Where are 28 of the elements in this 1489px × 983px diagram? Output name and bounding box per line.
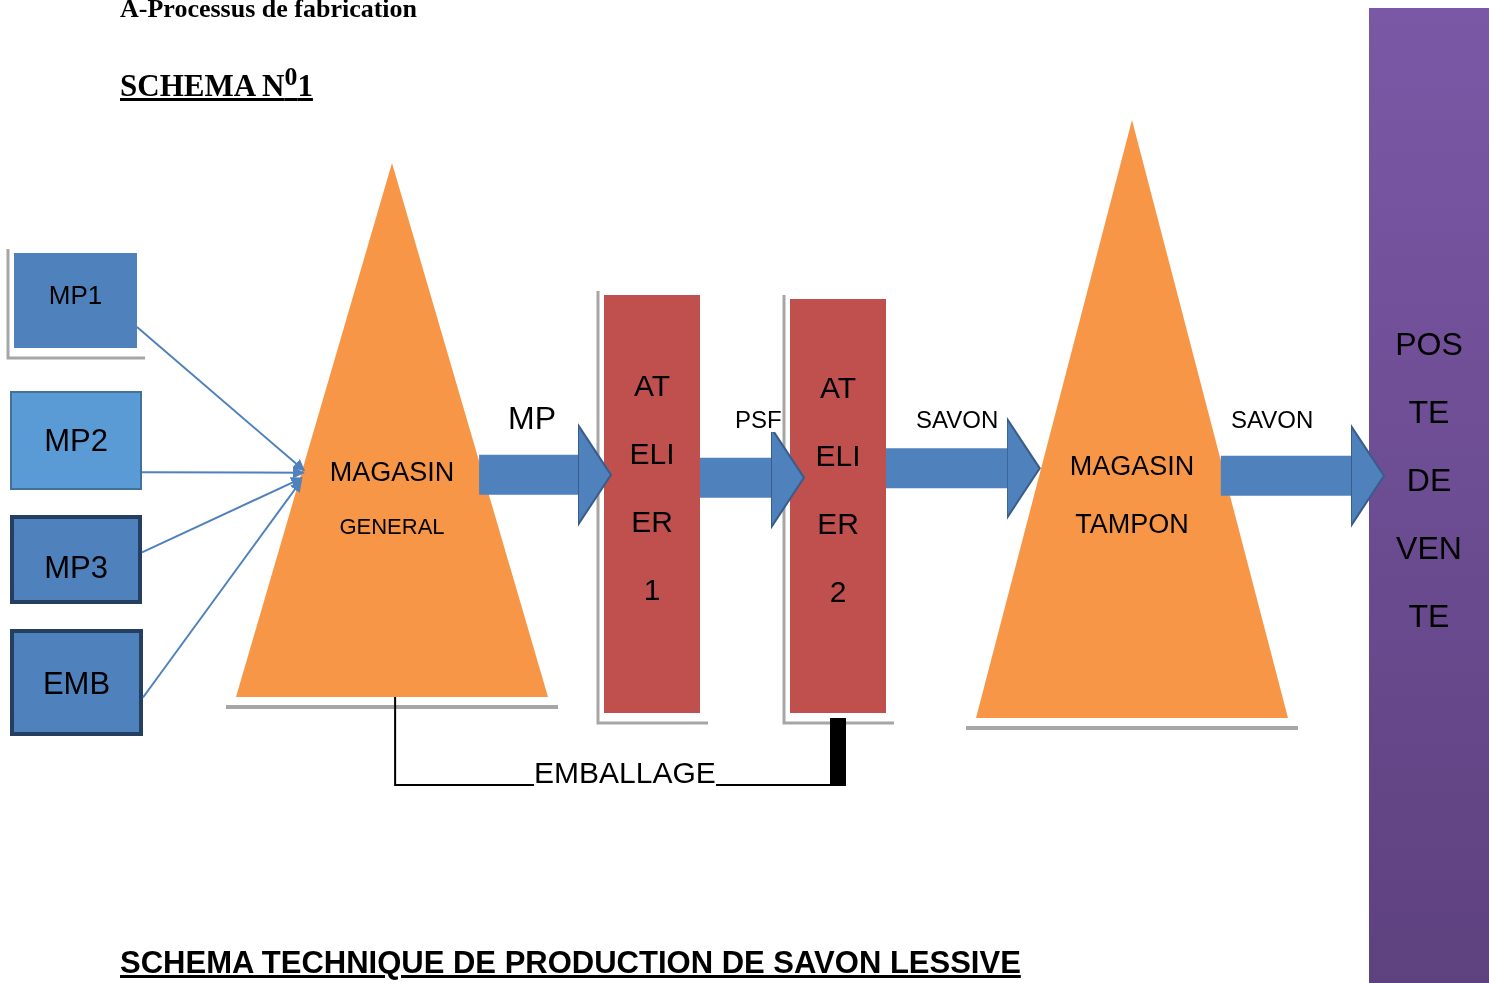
material-box xyxy=(10,629,143,736)
schema-number-heading: SCHEMA N$^{0}$1 xyxy=(120,62,313,105)
vertical-label: AT ELI ER 2 xyxy=(814,370,862,610)
box-label: MP1 xyxy=(47,280,104,312)
caption: SCHEMA TECHNIQUE DE PRODUCTION DE SAVON LESSIVE xyxy=(120,945,1021,981)
arrow xyxy=(141,466,305,479)
triangle-label: GENERAL xyxy=(338,513,446,540)
box-label: MP3 xyxy=(43,550,109,587)
vertical-label: POS TE DE VEN TE xyxy=(1394,325,1464,636)
triangle-label: MAGASIN xyxy=(328,456,456,488)
arrow xyxy=(142,479,303,699)
workshop-column xyxy=(790,299,886,713)
workshop-column xyxy=(604,295,700,713)
arrow xyxy=(141,477,304,554)
box-label: EMB xyxy=(41,666,112,703)
edge-label: PSF xyxy=(735,408,782,432)
arrow xyxy=(136,326,306,472)
vertical-label: AT ELI ER 1 xyxy=(628,368,676,608)
block-arrow xyxy=(479,423,612,526)
triangle-label: MAGASIN xyxy=(1068,450,1196,482)
triangle-label: TAMPON xyxy=(1074,508,1190,540)
material-box xyxy=(10,515,142,604)
block-arrow xyxy=(1220,424,1385,527)
material-box xyxy=(10,391,142,490)
sales-point-band xyxy=(1369,8,1489,983)
box-label: MP2 xyxy=(43,423,109,460)
block-arrow xyxy=(886,417,1041,520)
material-box xyxy=(14,253,137,348)
